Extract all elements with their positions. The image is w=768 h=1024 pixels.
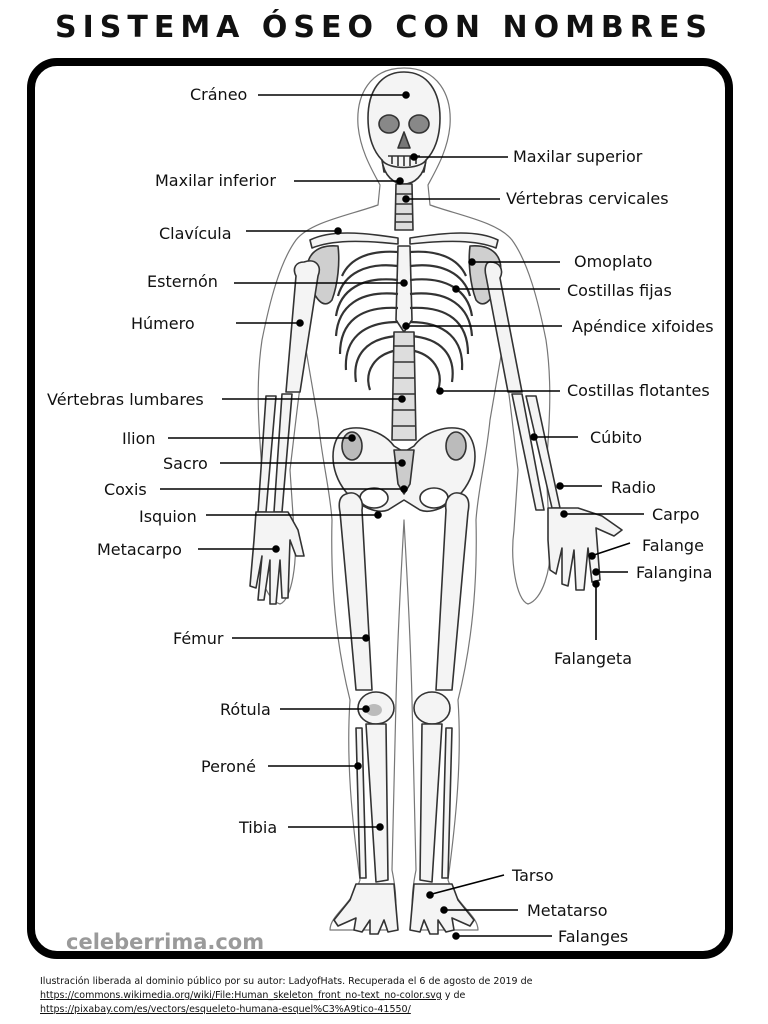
label-coxis: Coxis [104,480,147,499]
label-apendice-xifoides: Apéndice xifoides [572,317,714,336]
label-metatarso: Metatarso [527,901,608,920]
clavicle-right [409,232,499,249]
teeth [388,155,420,166]
foot-left [333,883,399,935]
label-craneo: Cráneo [190,85,248,104]
femur-right [435,492,470,691]
label-tarso: Tarso [512,866,554,885]
patella-right [413,691,451,725]
obturator-left [359,487,389,509]
watermark: celeberrima.com [66,930,265,954]
obturator-right [419,487,449,509]
credit-link-wikimedia[interactable]: https://commons.wikimedia.org/wiki/File:… [40,990,442,1001]
label-radio: Radio [611,478,656,497]
label-humero: Húmero [131,314,195,333]
femur-left [338,492,373,691]
label-costillas-fijas: Costillas fijas [567,281,672,300]
mandible [381,159,427,185]
sternum [395,245,413,333]
eye-socket-left [378,114,400,134]
label-costillas-flotantes: Costillas flotantes [567,381,710,400]
cervical-spine [394,183,414,231]
label-vertebras-lumbares: Vértebras lumbares [47,390,204,409]
eye-socket-right [408,114,430,134]
nasal-cavity [397,131,411,149]
label-falanges: Falanges [558,927,629,946]
label-cubito: Cúbito [590,428,642,447]
humerus-right [484,261,523,393]
ilion-mark-left [341,431,363,461]
ulna-left [273,393,293,513]
leader-lines [160,91,644,940]
diagram-frame [27,58,733,959]
lumbar-spine [391,331,417,441]
label-omoplato: Omoplato [574,252,653,271]
rib-cage [334,250,474,391]
credit-link-pixabay[interactable]: https://pixabay.com/es/vectors/esqueleto… [40,1004,411,1015]
label-ilion: Ilion [122,429,156,448]
credit-text: Ilustración liberada al dominio público … [40,976,533,987]
ilion-mark-right [445,431,467,461]
label-falangeta: Falangeta [554,649,633,668]
label-clavicula: Clavícula [159,224,232,243]
ulna-right [511,393,545,511]
label-isquion: Isquion [139,507,197,526]
label-falange: Falange [642,536,704,555]
label-femur: Fémur [173,629,224,648]
hand-right [547,507,623,591]
label-maxilar-inferior: Maxilar inferior [155,171,276,190]
label-perone: Peroné [201,757,256,776]
label-rotula: Rótula [220,700,271,719]
page-title: SISTEMA ÓSEO CON NOMBRES [55,10,713,45]
label-tibia: Tibia [239,818,278,837]
credit-block: Ilustración liberada al dominio público … [40,975,740,1017]
fibula-right [441,727,453,879]
label-esternon: Esternón [147,272,218,291]
fibula-left [355,727,367,879]
humerus-left [285,260,320,393]
patella-left-shade [366,704,382,716]
credit-link-join: y de [444,990,466,1001]
label-maxilar-superior: Maxilar superior [513,147,643,166]
label-sacro: Sacro [163,454,208,473]
skeleton-illustration [249,67,623,935]
hand-left [249,511,305,605]
clavicle-left [309,232,399,249]
tibia-left [365,723,389,883]
label-metacarpo: Metacarpo [97,540,182,559]
label-carpo: Carpo [652,505,700,524]
tibia-right [419,723,443,883]
label-vertebras-cervicales: Vértebras cervicales [506,189,669,208]
label-falangina: Falangina [636,563,713,582]
